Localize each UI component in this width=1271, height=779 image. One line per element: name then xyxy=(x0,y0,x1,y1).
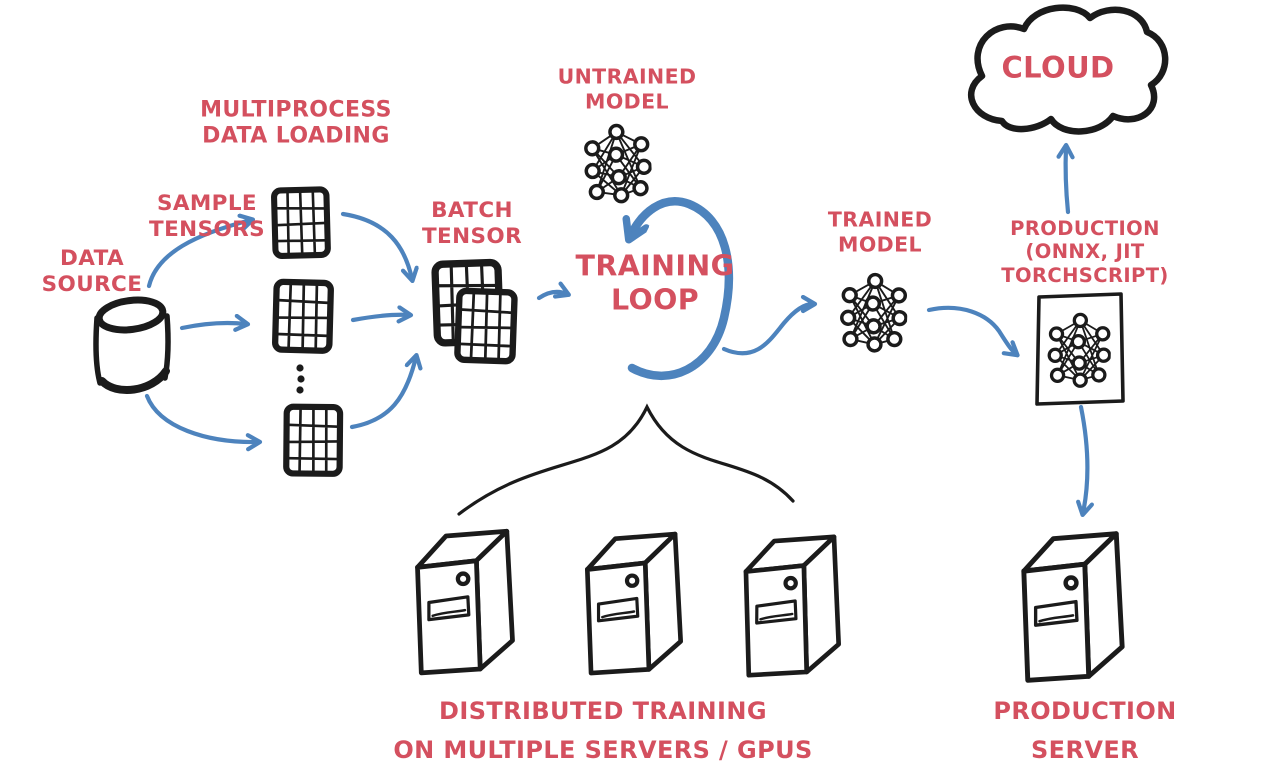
label-cloud: CLOUD xyxy=(1001,51,1114,86)
label-line: MODEL xyxy=(838,232,922,256)
label-line: TRAINED xyxy=(827,207,933,232)
label-line: LOOP xyxy=(610,283,700,316)
label-line: DISTRIBUTED TRAINING xyxy=(439,697,767,726)
label-line: (ONNX, JIT xyxy=(1025,240,1145,264)
label-line: SERVER xyxy=(1030,736,1140,764)
label-multiprocess-data-loading: MULTIPROCESS DATA LOADING xyxy=(200,98,392,151)
arrow-source-to-tensor3 xyxy=(144,393,258,442)
label-line: MULTIPROCESS xyxy=(200,97,392,123)
sample-tensor-icon-1 xyxy=(274,189,328,256)
label-line: TRAINING xyxy=(575,249,735,283)
label-line: MODEL xyxy=(585,89,669,113)
label-line: DATA xyxy=(59,246,125,272)
label-line: PRODUCTION xyxy=(1010,216,1160,240)
database-cylinder-icon xyxy=(93,296,171,394)
arrow-production-to-cloud xyxy=(1066,147,1068,215)
arrow-production-to-server xyxy=(1081,404,1087,513)
circular-loop-arrow-icon xyxy=(630,197,734,381)
sample-tensor-icon-2 xyxy=(275,282,331,351)
label-training-loop: TRAINING LOOP xyxy=(576,249,735,316)
production-server-icon xyxy=(1024,534,1122,681)
label-line: SAMPLE xyxy=(156,191,258,217)
label-line: ON MULTIPLE SERVERS / GPUS xyxy=(393,736,813,764)
label-production-server: PRODUCTION SERVER xyxy=(993,692,1176,770)
sample-tensor-icon-3 xyxy=(286,407,340,474)
arrow-tensor3-to-batch xyxy=(349,357,416,430)
untrained-model-network-icon xyxy=(582,121,654,206)
server-tower-icon-1 xyxy=(418,531,513,673)
label-untrained-model: UNTRAINED MODEL xyxy=(558,64,697,113)
arrow-trained-to-production xyxy=(926,305,1016,354)
cloud-icon xyxy=(968,4,1169,135)
server-tower-icon-3 xyxy=(745,536,840,676)
arrow-loop-to-trained-model xyxy=(721,304,813,356)
label-line: TENSOR xyxy=(421,224,523,249)
arrow-tensor1-to-batch xyxy=(340,211,412,279)
label-distributed-training: DISTRIBUTED TRAINING ON MULTIPLE SERVERS… xyxy=(393,692,812,770)
production-model-box-icon xyxy=(1035,292,1125,406)
label-sample-tensors: SAMPLE TENSORS xyxy=(149,191,265,243)
stacked-tensor-grids-icon xyxy=(435,262,515,361)
arrow-source-to-tensor2 xyxy=(179,323,246,328)
ellipsis-dots-icon xyxy=(296,364,305,394)
arrow-batch-to-loop xyxy=(536,292,567,301)
label-line: UNTRAINED xyxy=(557,64,697,89)
server-tower-icon-2 xyxy=(587,534,680,673)
label-production: PRODUCTION (ONNX, JIT TORCHSCRIPT) xyxy=(1001,217,1168,287)
label-data-source: DATA SOURCE xyxy=(42,246,143,298)
label-batch-tensor: BATCH TENSOR xyxy=(422,198,522,250)
label-line: TENSORS xyxy=(149,217,265,242)
arrow-source-to-tensor1 xyxy=(146,220,251,289)
label-line: TORCHSCRIPT) xyxy=(1001,263,1169,287)
brace-icon xyxy=(457,403,795,516)
label-line: BATCH xyxy=(431,198,513,224)
trained-model-network-icon xyxy=(841,273,908,352)
arrow-tensor2-to-batch xyxy=(350,315,409,320)
label-line: DATA LOADING xyxy=(202,124,390,149)
label-line: SOURCE xyxy=(41,272,143,297)
label-line: CLOUD xyxy=(1001,50,1115,85)
label-line: PRODUCTION xyxy=(993,697,1177,726)
label-trained-model: TRAINED MODEL xyxy=(828,207,932,256)
